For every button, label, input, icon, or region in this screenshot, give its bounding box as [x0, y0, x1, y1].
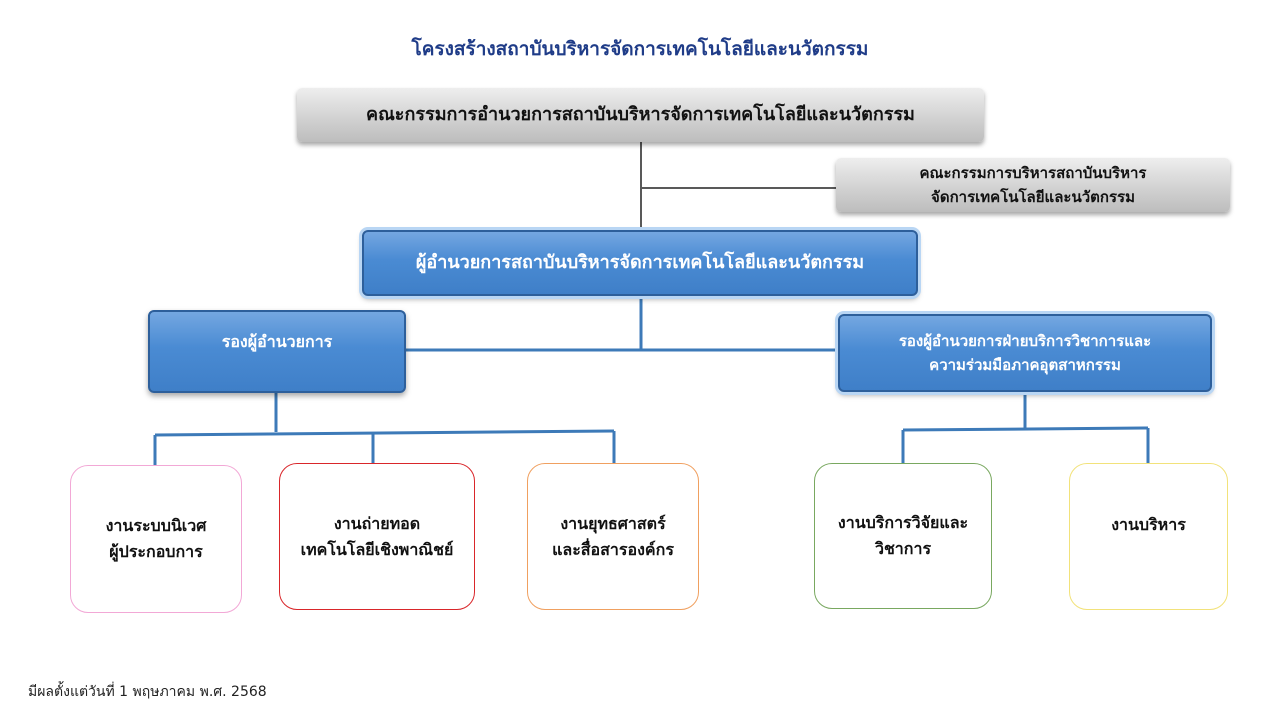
exec-committee-box: คณะกรรมการบริหารสถาบันบริหาร จัดการเทคโน…: [836, 158, 1230, 212]
connector-right-units-bar: [902, 426, 1149, 432]
unit-label-line1: งานบริหาร: [1111, 515, 1186, 534]
board-label: คณะกรรมการอำนวยการสถาบันบริหารจัดการเทคโ…: [366, 103, 915, 125]
connector-left-units-bar: [154, 429, 615, 437]
unit-strategy-communication: งานยุทธศาสตร์ และสื่อสารองค์กร: [527, 463, 699, 610]
unit-label-line1: งานถ่ายทอด: [333, 513, 421, 533]
page-title: โครงสร้างสถาบันบริหารจัดการเทคโนโลยีและน…: [411, 38, 869, 60]
unit-label-line1: งานยุทธศาสตร์: [560, 513, 666, 533]
unit-label-line2: ผู้ประกอบการ: [109, 542, 203, 561]
deputy-right-box: รองผู้อำนวยการฝ่ายบริการวิชาการและ ความร…: [838, 314, 1212, 392]
effective-date-note: มีผลตั้งแต่วันที่ 1 พฤษภาคม พ.ศ. 2568: [28, 684, 267, 700]
deputy-right-line1: รองผู้อำนวยการฝ่ายบริการวิชาการและ: [898, 332, 1152, 350]
unit-label-line1: งานบริการวิจัยและ: [837, 513, 969, 533]
exec-committee-line2: จัดการเทคโนโลยีและนวัตกรรม: [931, 188, 1135, 206]
director-box: ผู้อำนวยการสถาบันบริหารจัดการเทคโนโลยีแล…: [362, 230, 918, 296]
director-label: ผู้อำนวยการสถาบันบริหารจัดการเทคโนโลยีแล…: [415, 251, 865, 273]
unit-research-services: งานบริการวิจัยและ วิชาการ: [814, 463, 992, 609]
deputy-left-box: รองผู้อำนวยการ: [148, 310, 406, 393]
unit-label-line2: และสื่อสารองค์กร: [552, 539, 674, 559]
unit-label-line1: งานระบบนิเวศ: [105, 516, 207, 536]
unit-entrepreneur-ecosystem: งานระบบนิเวศ ผู้ประกอบการ: [70, 465, 242, 613]
exec-committee-line1: คณะกรรมการบริหารสถาบันบริหาร: [919, 164, 1147, 182]
unit-label-line2: วิชาการ: [874, 539, 932, 558]
deputy-right-line2: ความร่วมมือภาคอุตสาหกรรม: [929, 356, 1121, 374]
unit-administration: งานบริหาร: [1069, 463, 1228, 610]
deputy-left-label: รองผู้อำนวยการ: [221, 332, 333, 351]
board-box: คณะกรรมการอำนวยการสถาบันบริหารจัดการเทคโ…: [297, 88, 984, 142]
unit-label-line2: เทคโนโลยีเชิงพาณิชย์: [300, 539, 454, 559]
unit-tech-transfer: งานถ่ายทอด เทคโนโลยีเชิงพาณิชย์: [279, 463, 475, 610]
